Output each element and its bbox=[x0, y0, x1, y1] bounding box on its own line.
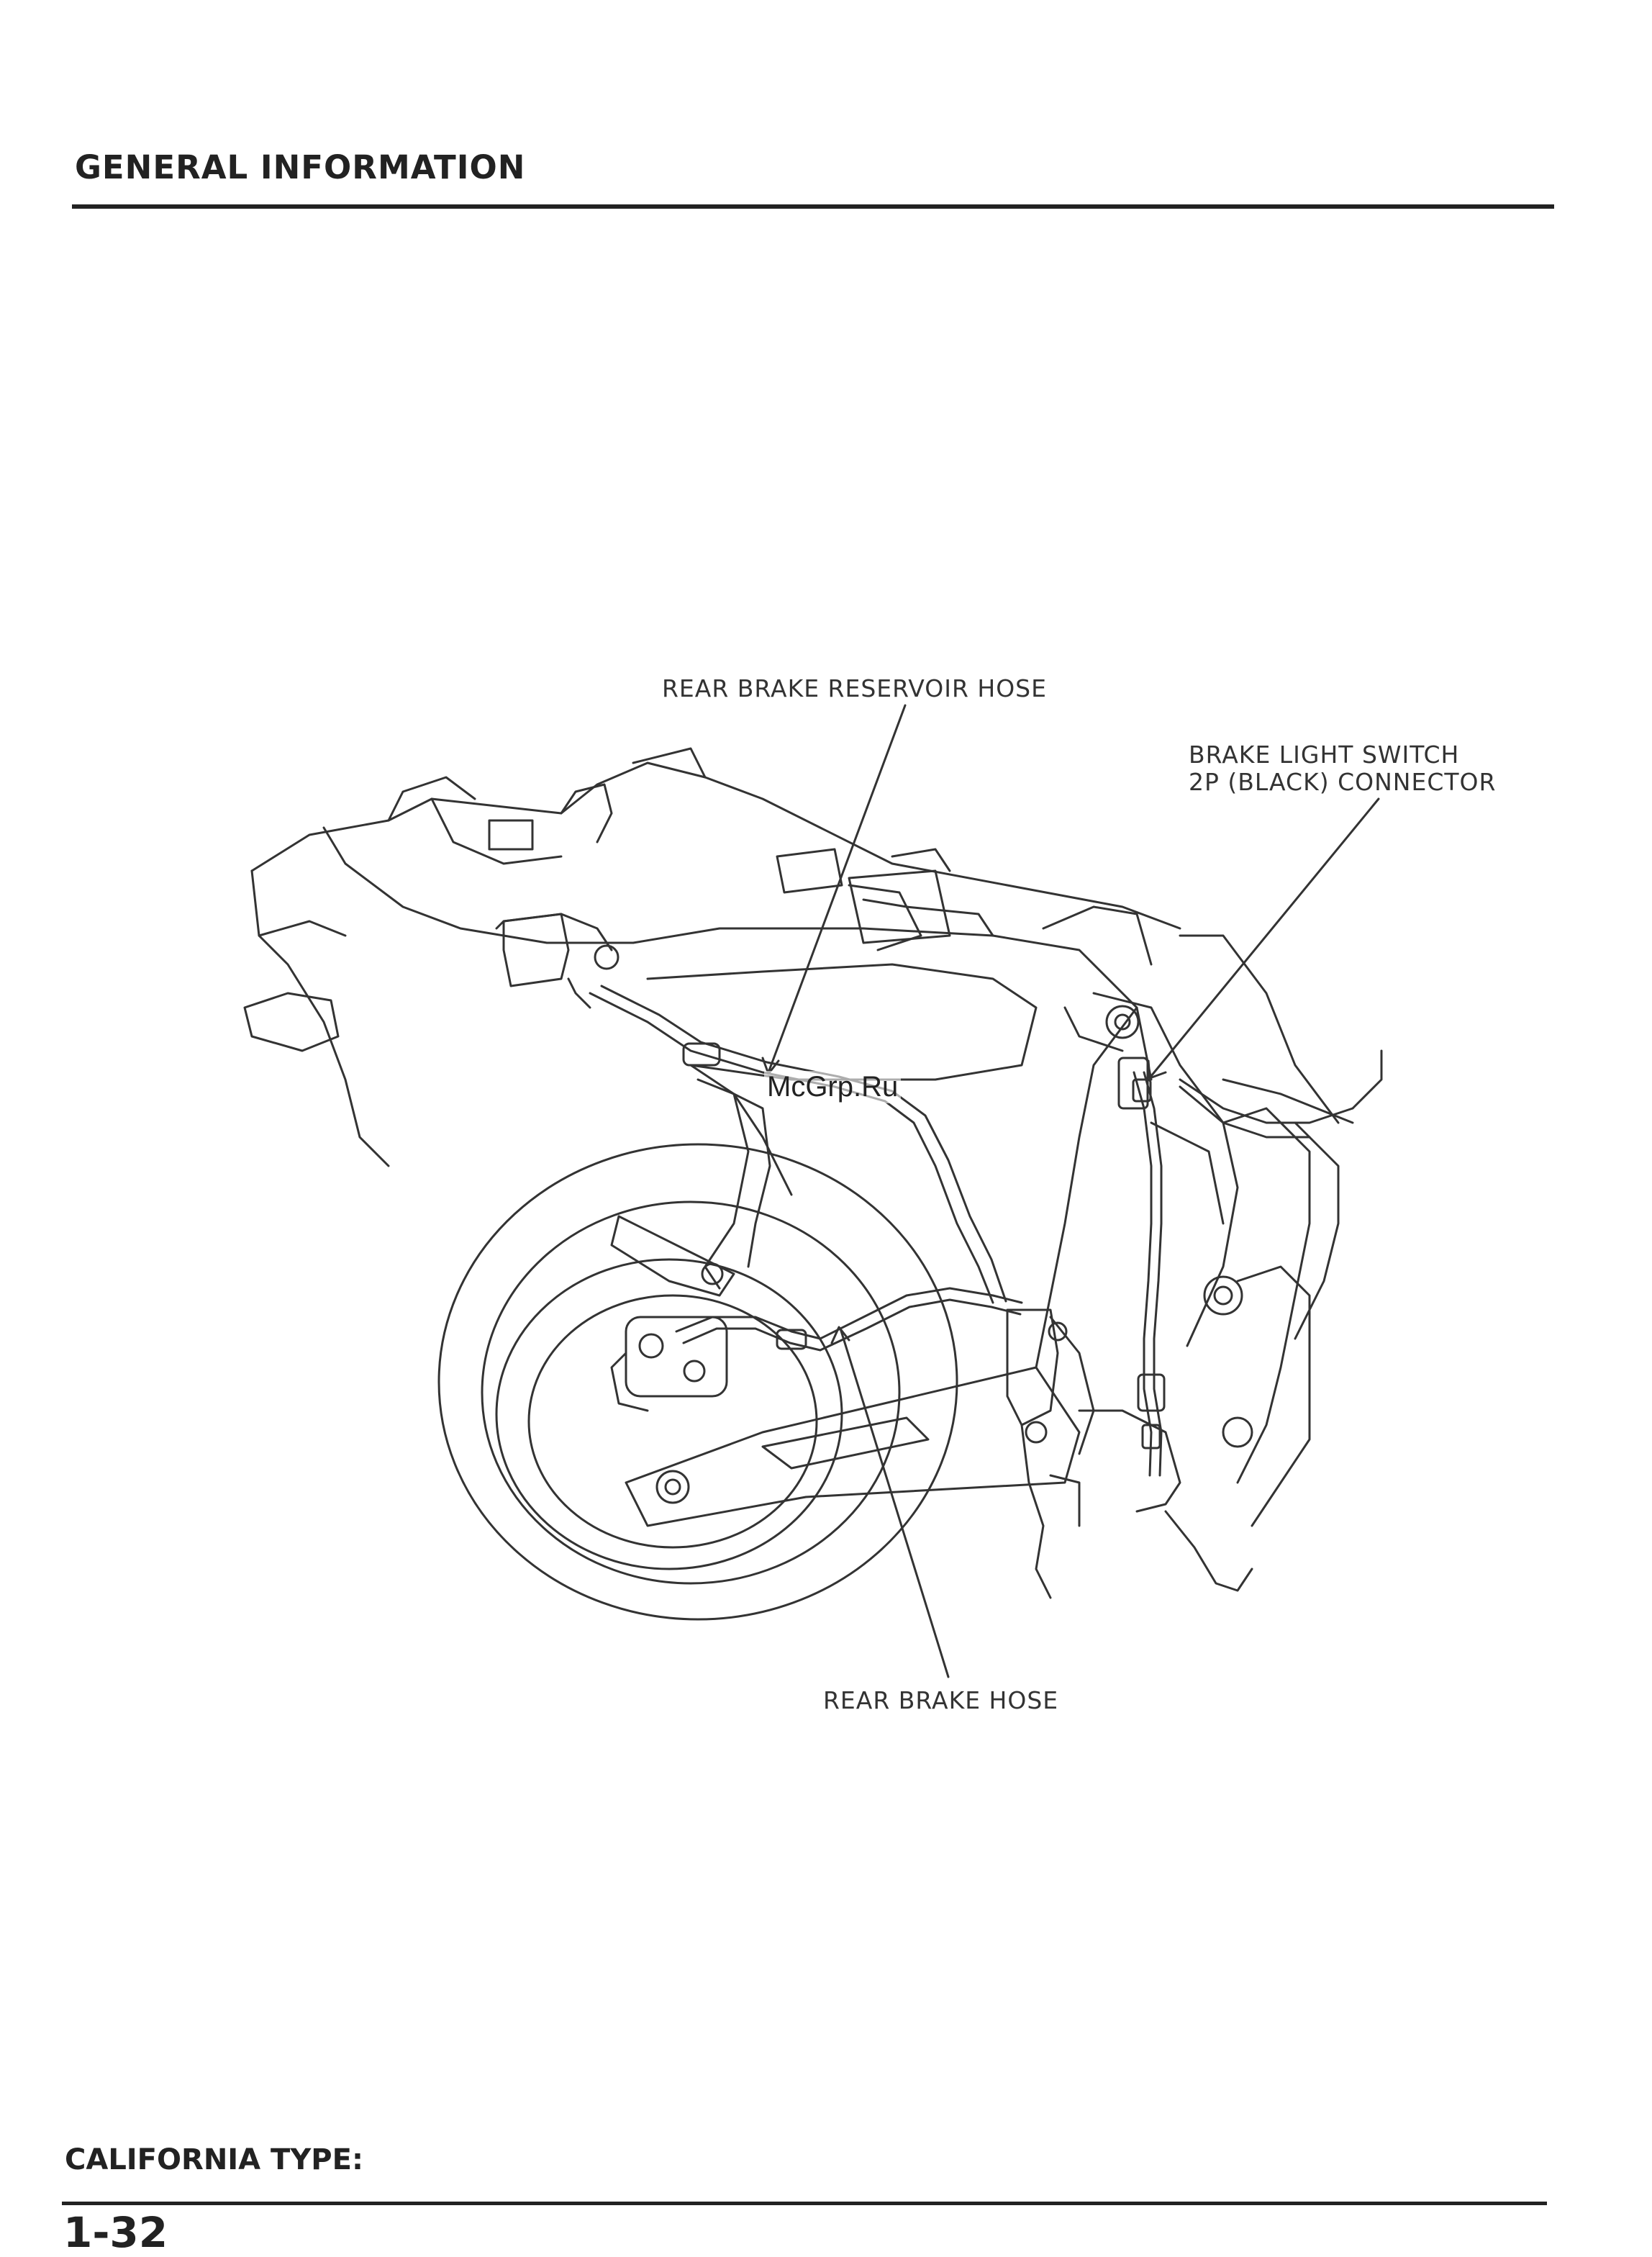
reservoir-hose bbox=[590, 986, 1006, 1303]
rear-wheel bbox=[439, 1144, 957, 1619]
label-brake-light-switch: BRAKE LIGHT SWITCH bbox=[1189, 741, 1459, 769]
label-rear-brake-hose: REAR BRAKE HOSE bbox=[823, 1687, 1058, 1714]
master-cylinder bbox=[1007, 1310, 1252, 1598]
footer-rule bbox=[62, 2202, 1547, 2205]
reservoir bbox=[496, 914, 618, 1008]
tail-cowl bbox=[245, 748, 1180, 1166]
watermark: McGrp.Ru bbox=[764, 1071, 901, 1103]
frame bbox=[633, 885, 1353, 1526]
page-number: 1-32 bbox=[63, 2208, 168, 2257]
label-2p-black-connector: 2P (BLACK) CONNECTOR bbox=[1189, 769, 1496, 796]
label-rear-brake-reservoir-hose: REAR BRAKE RESERVOIR HOSE bbox=[662, 675, 1047, 702]
california-type-note: CALIFORNIA TYPE: bbox=[65, 2143, 363, 2176]
swingarm bbox=[626, 1367, 1079, 1526]
